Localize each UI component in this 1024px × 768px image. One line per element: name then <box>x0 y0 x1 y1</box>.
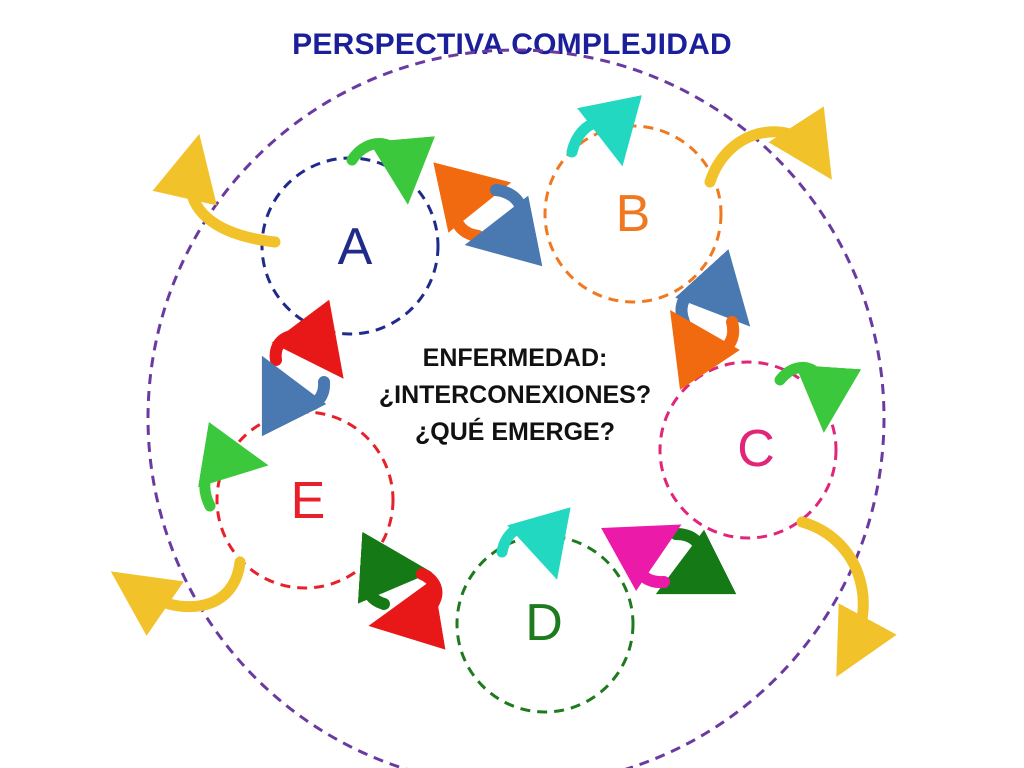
node-d-label: D <box>525 594 563 652</box>
interaction-arrows-icon-d-e <box>357 531 446 650</box>
interaction-arrows-icon-c-d <box>601 524 737 595</box>
node-c-label: C <box>737 420 775 478</box>
center-question: ENFERMEDAD: ¿INTERCONEXIONES? ¿QUÉ EMERG… <box>340 340 690 451</box>
self-loop-arrow-icon-a <box>346 136 435 205</box>
external-arrow-icon-c <box>796 516 897 678</box>
self-loop-arrow-icon-d <box>496 507 571 580</box>
diagram-title: PERSPECTIVA COMPLEJIDAD <box>292 28 732 61</box>
self-loop-arrow-icon-c <box>774 362 862 433</box>
self-loop-arrow-icon-b <box>566 95 642 167</box>
node-a-label: A <box>338 218 373 276</box>
outer-system-circle <box>146 48 886 768</box>
external-arrow-icon-e <box>110 556 246 636</box>
center-line-2: ¿INTERCONEXIONES? <box>378 381 652 409</box>
center-line-3: ¿QUÉ EMERGE? <box>414 418 615 446</box>
node-b-label: B <box>616 185 651 243</box>
node-c-circle <box>658 360 838 540</box>
interaction-arrows-icon-a-b <box>433 162 543 267</box>
self-loop-arrow-icon-e <box>198 422 269 512</box>
interaction-arrows-icon-b-c <box>669 249 751 390</box>
center-line-1: ENFERMEDAD: <box>422 344 608 372</box>
external-arrow-icon-a <box>152 133 281 248</box>
node-e-label: E <box>291 472 326 530</box>
interaction-arrows-icon-e-a <box>261 299 344 437</box>
external-arrow-icon-b <box>704 106 832 188</box>
